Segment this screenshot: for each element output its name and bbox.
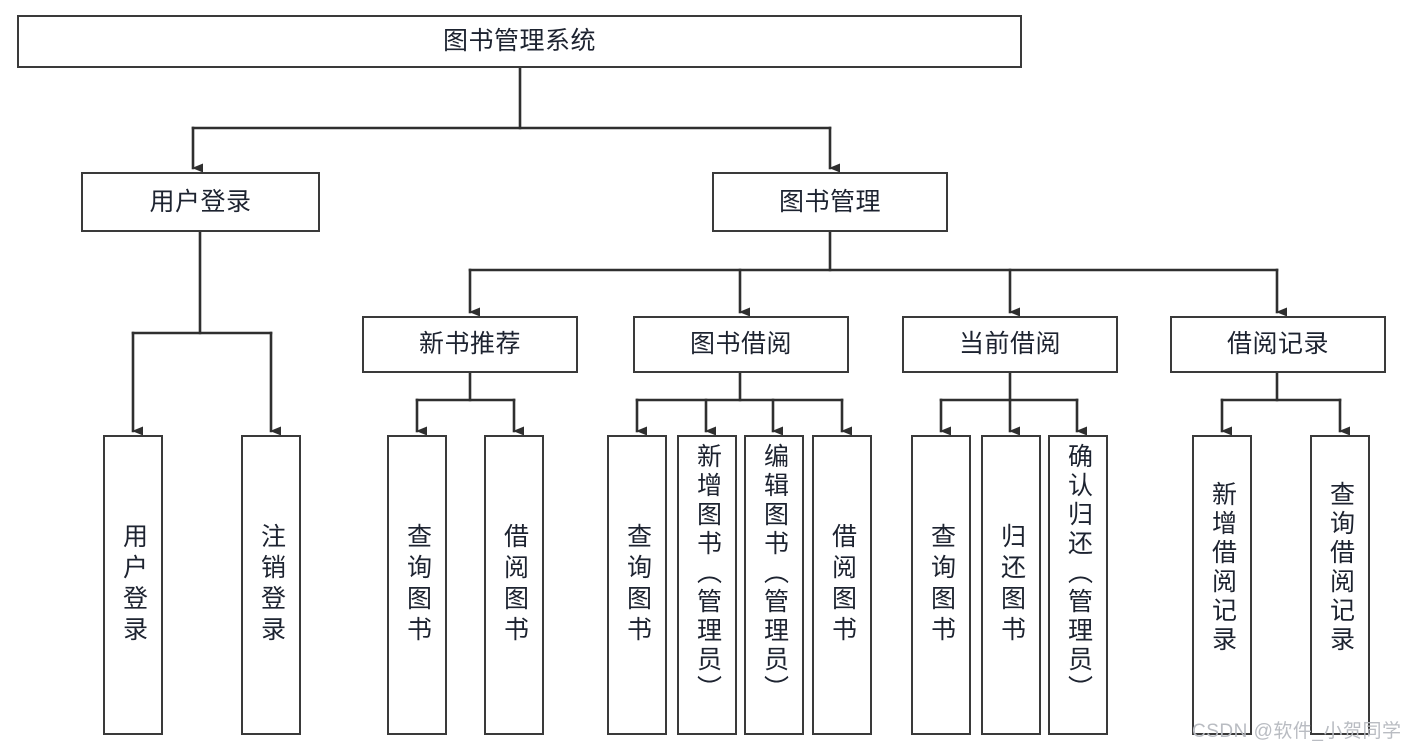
leaf-user-login-logout[interactable]: 注销登录 — [241, 435, 301, 735]
leaf-borrow-query-book[interactable]: 查询图书 — [607, 435, 667, 735]
node-label: 编辑图书（管理员） — [760, 443, 789, 704]
node-book-management[interactable]: 图书管理 — [712, 172, 948, 232]
leaf-current-return-book[interactable]: 归还图书 — [981, 435, 1041, 735]
node-label: 借阅图书 — [500, 523, 529, 647]
node-label: 图书管理 — [778, 187, 881, 216]
node-label: 借阅记录 — [1226, 330, 1329, 359]
leaf-borrow-edit-book-admin[interactable]: 编辑图书（管理员） — [744, 435, 804, 735]
node-new-book-recommend[interactable]: 新书推荐 — [362, 316, 578, 373]
leaf-record-query-record[interactable]: 查询借阅记录 — [1310, 435, 1370, 735]
node-label: 查询图书 — [623, 523, 652, 647]
leaf-record-add-record[interactable]: 新增借阅记录 — [1192, 435, 1252, 735]
node-label: 借阅图书 — [828, 523, 857, 647]
node-label: 用户登录 — [119, 523, 148, 647]
node-label: 新增图书（管理员） — [693, 443, 722, 704]
node-label: 图书借阅 — [689, 330, 792, 359]
watermark-text: CSDN @软件_小贺同学 — [1192, 721, 1402, 742]
node-label: 新书推荐 — [418, 330, 521, 359]
node-current-borrow[interactable]: 当前借阅 — [902, 316, 1118, 373]
leaf-recommend-borrow-book[interactable]: 借阅图书 — [484, 435, 544, 735]
node-label: 归还图书 — [997, 523, 1026, 647]
leaf-borrow-borrow-book[interactable]: 借阅图书 — [812, 435, 872, 735]
leaf-recommend-query-book[interactable]: 查询图书 — [387, 435, 447, 735]
leaf-current-query-book[interactable]: 查询图书 — [911, 435, 971, 735]
leaf-user-login-login[interactable]: 用户登录 — [103, 435, 163, 735]
node-label: 查询借阅记录 — [1326, 481, 1355, 655]
leaf-borrow-add-book-admin[interactable]: 新增图书（管理员） — [677, 435, 737, 735]
node-label: 新增借阅记录 — [1208, 481, 1237, 655]
node-root-book-management-system[interactable]: 图书管理系统 — [17, 15, 1022, 68]
node-label: 查询图书 — [927, 523, 956, 647]
node-label: 注销登录 — [257, 523, 286, 647]
node-book-borrow[interactable]: 图书借阅 — [633, 316, 849, 373]
node-label: 用户登录 — [149, 187, 252, 216]
node-label: 图书管理系统 — [442, 27, 596, 56]
leaf-current-confirm-return-admin[interactable]: 确认归还（管理员） — [1048, 435, 1108, 735]
node-user-login[interactable]: 用户登录 — [81, 172, 320, 232]
node-label: 查询图书 — [403, 523, 432, 647]
node-borrow-record[interactable]: 借阅记录 — [1170, 316, 1386, 373]
node-label: 确认归还（管理员） — [1064, 443, 1093, 704]
node-label: 当前借阅 — [958, 330, 1061, 359]
